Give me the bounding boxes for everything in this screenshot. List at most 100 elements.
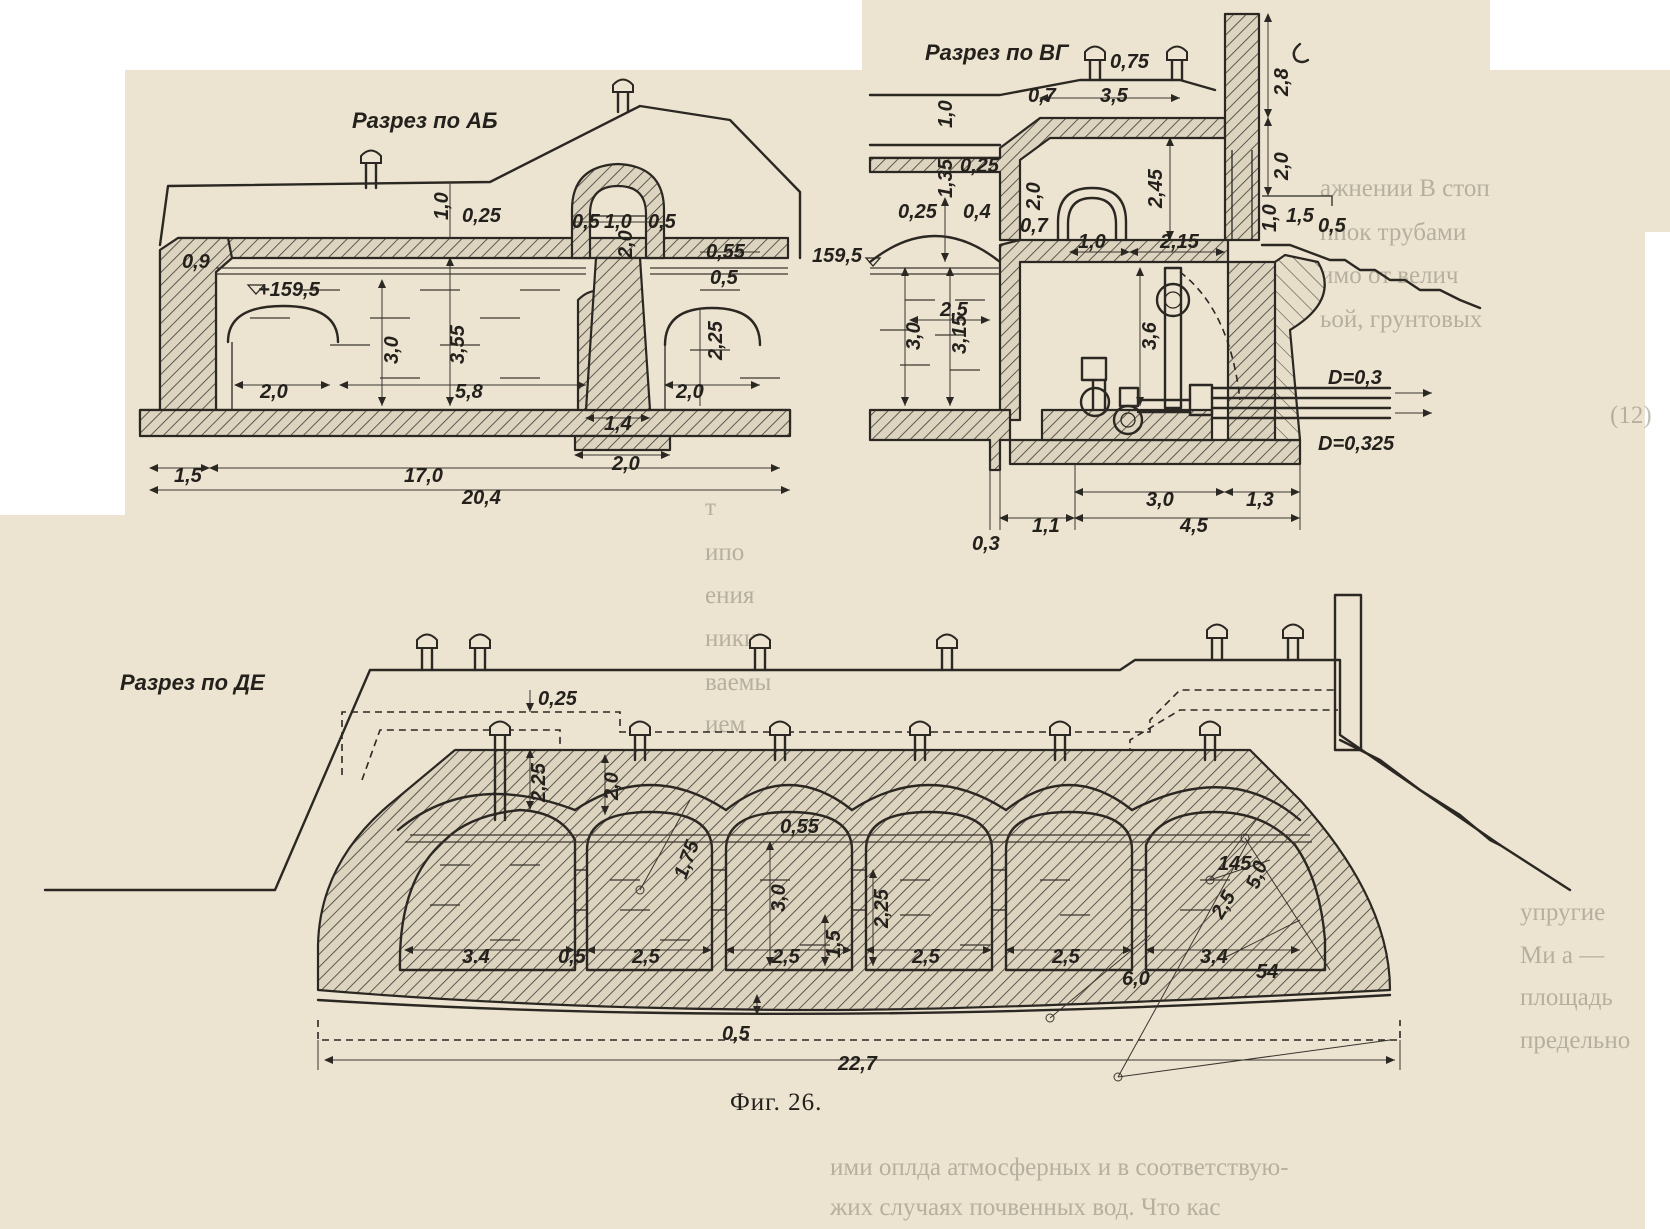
dim-label: 1,0 <box>1259 204 1281 232</box>
dim-label: 0,4 <box>963 201 991 223</box>
level-mark: 159,5 <box>812 245 863 267</box>
dim-label: 2,25 <box>871 888 893 929</box>
ghost-bottom-line: жих случаях почвенных вод. Что кас <box>829 1194 1220 1221</box>
dim-label: 0,55 <box>706 241 746 263</box>
dim-label: 1,0 <box>604 211 632 233</box>
pump-base <box>1040 408 1214 442</box>
dim-label: 0,3 <box>972 533 1000 555</box>
pump-equipment <box>1079 266 1241 436</box>
chamber <box>724 810 854 972</box>
vent-pipe <box>1199 720 1221 762</box>
vent-shaft <box>570 162 666 260</box>
dim-label: 2,8 <box>1271 67 1293 97</box>
embankment-outline <box>158 104 802 260</box>
dimension-lines-de <box>317 690 1401 1070</box>
water-lines-de <box>405 834 1312 946</box>
chimney <box>1223 12 1261 242</box>
ground-surface <box>868 78 1217 97</box>
ghost-mid-line: ием <box>705 711 745 738</box>
dim-label: 2,0 <box>611 453 640 475</box>
dim-label: 2,0 <box>1023 182 1045 211</box>
bleed-through-text: ажнении В стоп ппок трубами имо от велич… <box>705 175 1652 1221</box>
chamber <box>864 810 994 972</box>
ghost-right-line: ьой, грунтовых <box>1320 306 1483 333</box>
section-ab-title: Разрез по АБ <box>352 108 498 133</box>
dim-label: 1,35 <box>935 158 957 198</box>
surface-vents <box>416 623 1304 672</box>
ghost-right-line: ппок трубами <box>1320 219 1466 246</box>
vent-tower <box>1333 593 1363 752</box>
dim-label: 3,0 <box>1146 489 1174 511</box>
ghost-bottom-line: ими оплда атмосферных и в соответствую- <box>830 1154 1289 1181</box>
outside-steps <box>1260 243 1482 310</box>
level-mark: +159,5 <box>258 279 321 301</box>
reservoir-chambers <box>398 808 1327 972</box>
embankment-outline <box>43 658 1572 892</box>
dim-label: 1,1 <box>1032 515 1060 537</box>
dim-label: 3,0 <box>381 336 403 364</box>
chamber <box>585 810 714 972</box>
ghost-mid-line: ипо <box>705 539 744 566</box>
dim-label: 0,25 <box>960 155 1000 177</box>
dim-label: 2,0 <box>615 230 637 259</box>
ghost-mid-line: ения <box>705 582 755 609</box>
right-arch <box>663 306 762 347</box>
dim-label: 17,0 <box>404 465 443 487</box>
vent-pipe <box>909 720 931 762</box>
chamber <box>1004 810 1134 972</box>
soil-right <box>1273 253 1326 442</box>
dim-label: D=0,325 <box>1318 433 1395 455</box>
dim-label: 145 <box>1218 853 1252 875</box>
dim-label: 2,0 <box>1271 152 1293 181</box>
figure-caption: Фиг. 26. <box>730 1089 822 1116</box>
ghost-right-lower: предельно <box>1520 1027 1630 1054</box>
vent-pipe <box>1282 623 1304 662</box>
pier-footing <box>573 434 672 452</box>
outlet-pipes <box>1210 386 1432 420</box>
vent-pipe <box>360 149 382 190</box>
dim-label: 0,7 <box>1020 215 1049 237</box>
dim-label: 2,0 <box>259 381 288 403</box>
ghost-mid-line: т <box>705 494 716 521</box>
dim-label: 0,5 <box>572 211 601 233</box>
section-de-title: Разрез по ДЕ <box>120 670 266 695</box>
vent-pipe <box>416 633 438 672</box>
dim-label: 1,5 <box>823 929 845 958</box>
dim-label: 3,4 <box>1200 946 1228 968</box>
dim-label: 0,5 <box>648 211 677 233</box>
cell-arch <box>868 234 1002 264</box>
dim-label: 1,5 <box>174 465 203 487</box>
dim-label: 0,7 <box>1028 85 1057 107</box>
dim-label: 2,5 <box>1051 946 1081 968</box>
pump-room-floor <box>1008 438 1302 466</box>
vent-pipe <box>1166 45 1188 82</box>
ghost-right-lower: упругие <box>1520 899 1605 926</box>
vent-pipe <box>936 633 958 672</box>
dim-label: 2,45 <box>1145 168 1167 209</box>
dim-label: 0,5 <box>1318 215 1347 237</box>
dim-label: 1,5 <box>1286 205 1315 227</box>
ghost-right-line: (12) <box>1610 402 1652 429</box>
dim-label: 1,4 <box>604 413 632 435</box>
left-arch <box>226 304 340 344</box>
vent-pipe <box>1206 623 1228 662</box>
stray-mark-icon <box>1292 42 1310 64</box>
dim-label: 1,3 <box>1246 489 1274 511</box>
chamber <box>398 808 577 972</box>
dim-label: 20,4 <box>461 487 501 509</box>
vault-vents <box>489 720 1221 822</box>
vent-duct-dashed <box>341 689 1338 775</box>
dim-label: 1,0 <box>935 100 957 128</box>
chamber <box>1144 810 1327 972</box>
dim-label: 0,5 <box>558 946 587 968</box>
foundation-slab <box>138 408 792 438</box>
dim-label: D=0,3 <box>1328 367 1382 389</box>
ghost-right-lower: Ми а — <box>1520 942 1605 969</box>
base-line <box>316 993 1392 1016</box>
dim-label: 5,8 <box>455 381 484 403</box>
dim-label: 2,5 <box>911 946 941 968</box>
dim-label: 4,5 <box>1179 515 1209 537</box>
dim-label: 0,25 <box>538 688 578 710</box>
vent-pipe <box>749 633 771 672</box>
